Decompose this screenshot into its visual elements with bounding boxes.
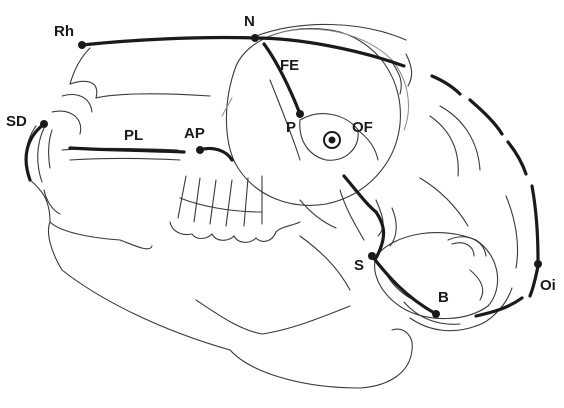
n-point [251, 34, 259, 42]
s-point [368, 252, 376, 260]
sd-point [40, 120, 48, 128]
label-s: S [354, 257, 364, 274]
measurement-lines [26, 37, 538, 316]
label-p: P [286, 119, 296, 136]
landmark-points [40, 34, 542, 318]
label-pl: PL [124, 127, 143, 144]
oi-point [534, 260, 542, 268]
b-point [432, 310, 440, 318]
skull-outline [26, 24, 518, 388]
label-n: N [244, 13, 255, 30]
p-point [296, 110, 304, 118]
of-point [329, 137, 336, 144]
label-rh: Rh [54, 23, 74, 40]
label-of: OF [352, 119, 373, 136]
rh-point [78, 41, 86, 49]
label-b: B [438, 289, 449, 306]
label-oi: Oi [540, 277, 556, 294]
label-fe: FE [280, 57, 299, 74]
label-sd: SD [6, 113, 27, 130]
ap-point [196, 146, 204, 154]
label-ap: AP [184, 125, 205, 142]
